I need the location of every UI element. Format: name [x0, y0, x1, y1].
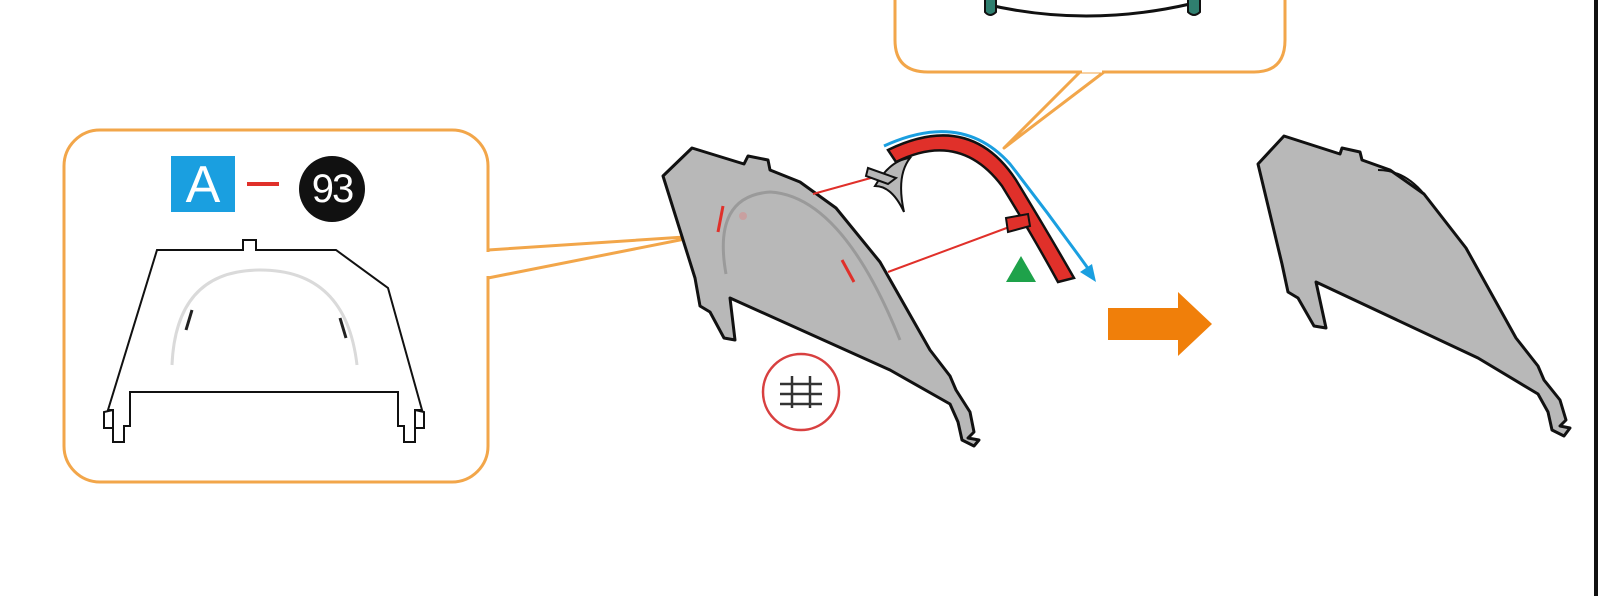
- page-edge: [1594, 0, 1598, 596]
- glue-mark-icon: [763, 354, 839, 430]
- label-dash: [247, 182, 279, 186]
- green-triangle-marker: [1006, 256, 1036, 282]
- orange-next-step-arrow: [1108, 292, 1212, 356]
- curved-strip-piece: [866, 132, 1096, 282]
- top-detail-callout: [895, 0, 1285, 148]
- part-assembly-after: [1258, 136, 1570, 436]
- part-number-label: 93: [299, 156, 365, 222]
- sheet-label: A: [171, 156, 235, 212]
- left-callout-pointer: [488, 236, 700, 278]
